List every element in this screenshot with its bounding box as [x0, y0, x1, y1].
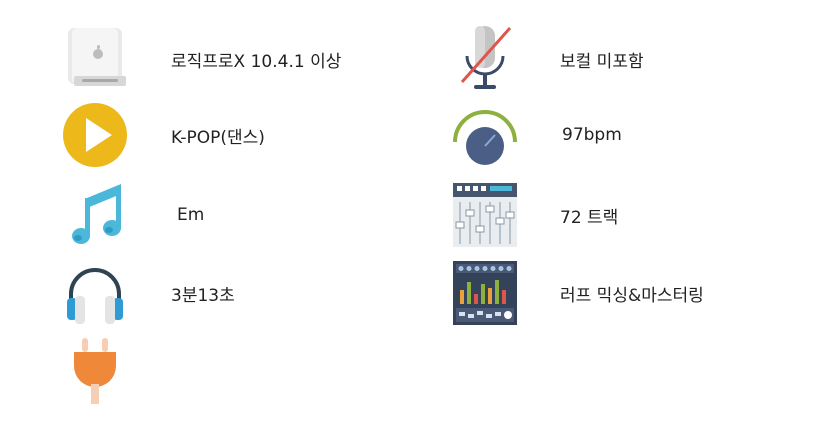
- mixing-console-icon: [450, 258, 520, 328]
- spec-duration: 3분13초: [60, 258, 235, 328]
- plug-icon: [60, 336, 130, 406]
- spec-mixing-label: 러프 믹싱&마스터링: [560, 285, 704, 306]
- spec-tracks: 72 트랙: [450, 180, 618, 250]
- spec-duration-label: 3분13초: [171, 285, 235, 306]
- spec-mixing: 러프 믹싱&마스터링: [450, 258, 704, 328]
- music-note-icon: [60, 180, 130, 250]
- spec-key-label: Em: [177, 205, 205, 225]
- spec-tempo-label: 97bpm: [562, 125, 622, 145]
- play-icon: [60, 100, 130, 170]
- tempo-dial-icon: [450, 100, 520, 170]
- spec-key: Em: [60, 180, 204, 250]
- spec-vocal-label: 보컬 미포함: [560, 51, 644, 72]
- mac-mini-icon: [60, 24, 130, 94]
- spec-tracks-label: 72 트랙: [560, 207, 619, 228]
- spec-tempo: 97bpm: [450, 100, 622, 170]
- mixer-faders-icon: [450, 180, 520, 250]
- spec-genre-label: K-POP(댄스): [171, 127, 265, 148]
- microphone-muted-icon: [450, 24, 520, 94]
- spec-genre: K-POP(댄스): [60, 100, 265, 170]
- spec-vocal: 보컬 미포함: [450, 24, 644, 94]
- headphones-icon: [60, 258, 130, 328]
- spec-daw: 로직프로X 10.4.1 이상: [60, 24, 341, 94]
- spec-plug: [60, 336, 130, 406]
- spec-daw-label: 로직프로X 10.4.1 이상: [171, 51, 342, 72]
